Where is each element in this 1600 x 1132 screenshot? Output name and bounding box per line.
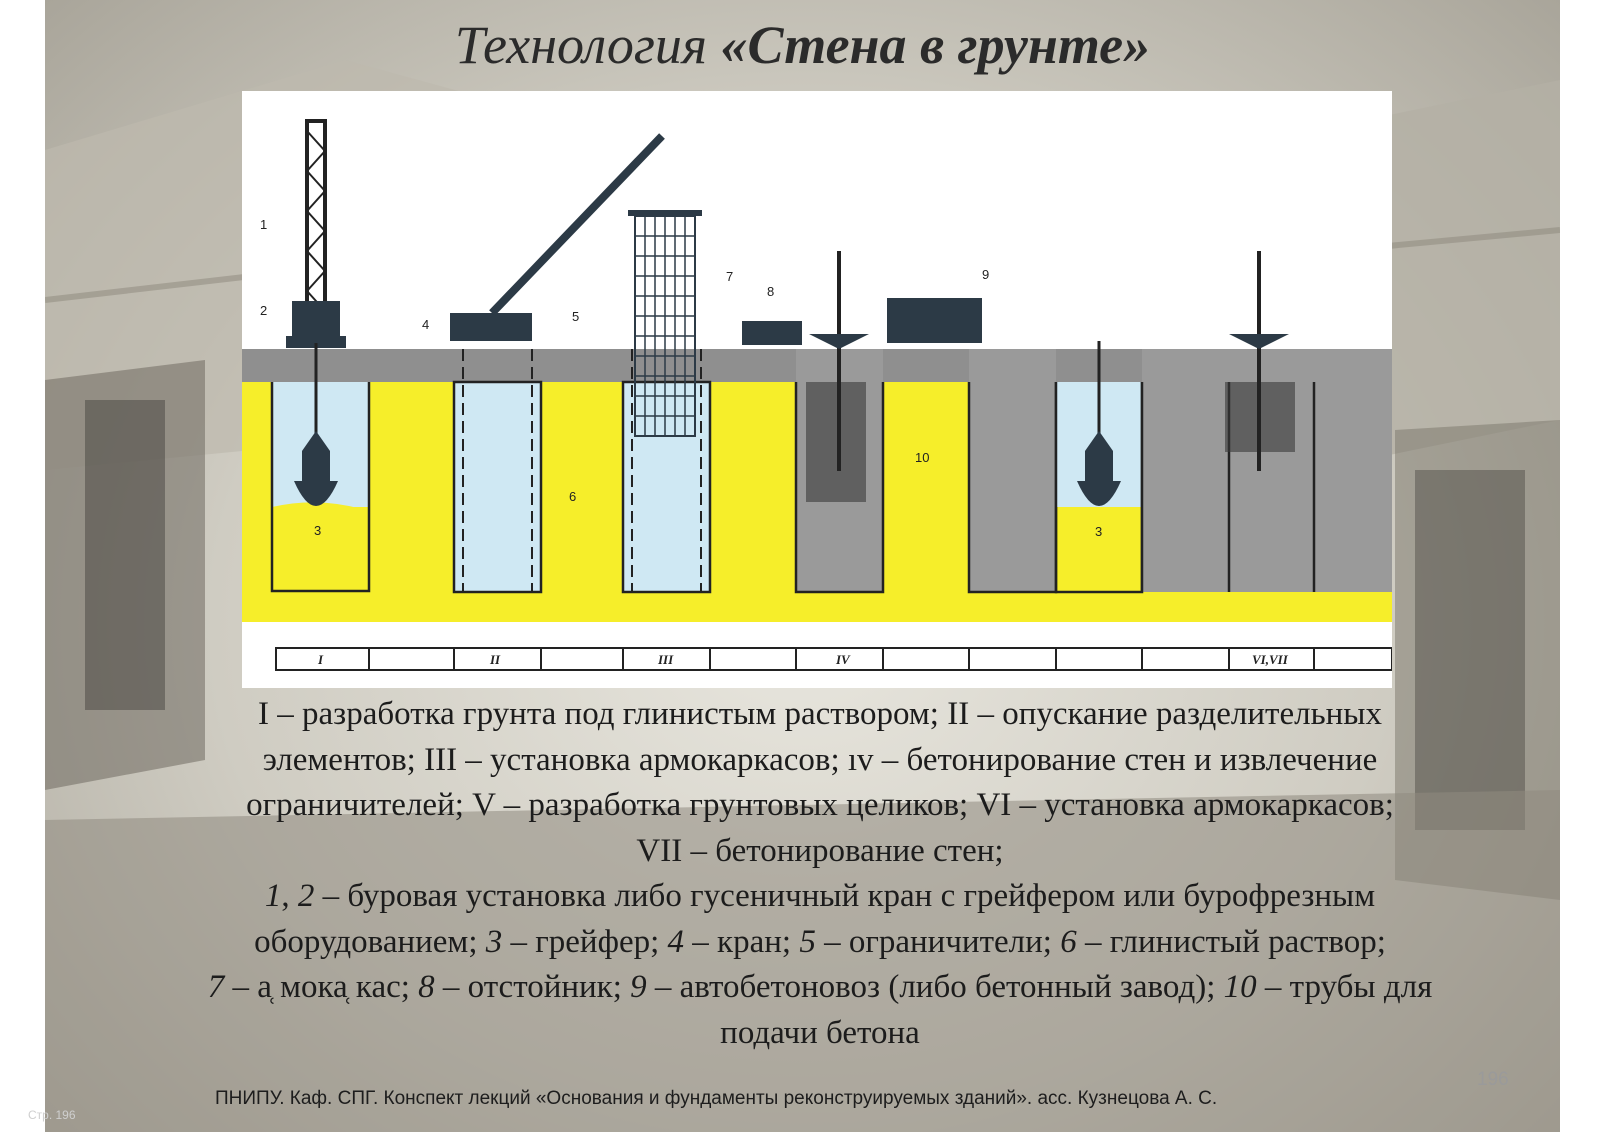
num-2: 2 [297, 878, 315, 914]
caption-line: подачи бетона [720, 1014, 920, 1051]
caption-text: оборудованием; [254, 923, 486, 960]
caption-text: – ограничители; [815, 923, 1061, 960]
trench-stage-5 [967, 251, 1392, 594]
caption-line: I – разработка грунта под глинистым раст… [258, 696, 1382, 732]
num-8: 8 [418, 969, 435, 1005]
label-4: 4 [422, 317, 429, 332]
caption-line: 1, 2 – буровая установка либо гусеничный… [85, 874, 1555, 920]
slurry-wall-diagram: 1 2 3 4 5 7 8 9 10 6 3 I II III [242, 119, 1393, 671]
stage-label-4: IV [835, 652, 851, 667]
trench-stage-4 [794, 251, 982, 594]
label-3b: 3 [1095, 524, 1102, 539]
num-6: 6 [1060, 923, 1077, 960]
label-7: 7 [726, 269, 733, 284]
caption-text: – автобетоновоз (либо бетонный завод); [646, 969, 1224, 1005]
stage-label-6-7: VI,VII [1252, 652, 1289, 667]
num-1: 1 [264, 878, 282, 914]
caption-text: – грейфер; [502, 923, 668, 960]
label-3: 3 [314, 523, 321, 538]
num-9: 9 [630, 969, 647, 1005]
sep: , [281, 878, 298, 914]
title-bold: «Стена в грунте» [720, 15, 1151, 75]
caption-text: – кран; [684, 923, 800, 960]
stage-label-3: III [657, 652, 674, 667]
caption-line: элементов; III – установка армокаркасов;… [262, 741, 1378, 778]
slurry-wall-figure: 1 2 3 4 5 7 8 9 10 6 3 I II III [242, 91, 1393, 688]
title-plain: Технология [454, 15, 721, 75]
caption-text: – трубы для [1256, 969, 1433, 1005]
label-2: 2 [260, 303, 267, 318]
num-7: 7 [207, 969, 225, 1005]
num-10: 10 [1223, 969, 1257, 1005]
caption-line: VII – бетонирование стен; [636, 832, 1004, 869]
stage-strip: I II III IV VI,VII [275, 647, 1393, 671]
label-1: 1 [260, 217, 267, 232]
slide: Технология «Стена в грунте» [45, 0, 1560, 1132]
label-8: 8 [767, 284, 774, 299]
stage-label-2: II [489, 652, 501, 667]
slide-title: Технология «Стена в грунте» [45, 14, 1560, 76]
caption-text: – буровая установка либо гусеничный кран… [314, 878, 1376, 914]
trench-stage-3 [621, 210, 802, 594]
caption-text: – отстойник; [434, 969, 631, 1005]
page-label: Стр. 196 [28, 1108, 76, 1122]
label-5: 5 [572, 309, 579, 324]
stage-label-1: I [317, 652, 324, 667]
label-9: 9 [982, 267, 989, 282]
caption-line: оборудованием; 3 – грейфер; 4 – кран; 5 … [85, 920, 1555, 966]
page-number: 196 [1477, 1069, 1509, 1090]
trench-stage-1 [270, 119, 371, 593]
num-3: 3 [485, 923, 503, 960]
figure-caption: I – разработка грунта под глинистым раст… [85, 692, 1555, 1056]
background-photo [45, 60, 1560, 1132]
trench-stage-2 [450, 133, 665, 594]
footer-citation: ПНИПУ. Каф. СПГ. Конспект лекций «Основа… [215, 1088, 1218, 1109]
num-5: 5 [799, 923, 816, 960]
caption-line: ограничителей; V – разработка грунтовых … [246, 787, 1394, 823]
label-6: 6 [569, 489, 576, 504]
caption-line: 7 – а̜ мока̜ кас; 8 – отстойник; 9 – авт… [85, 965, 1555, 1011]
caption-text: – а̜ мока̜ кас; [224, 969, 419, 1005]
caption-text: – глинистый раствор; [1076, 923, 1386, 960]
label-10: 10 [915, 450, 929, 465]
num-4: 4 [667, 923, 685, 960]
